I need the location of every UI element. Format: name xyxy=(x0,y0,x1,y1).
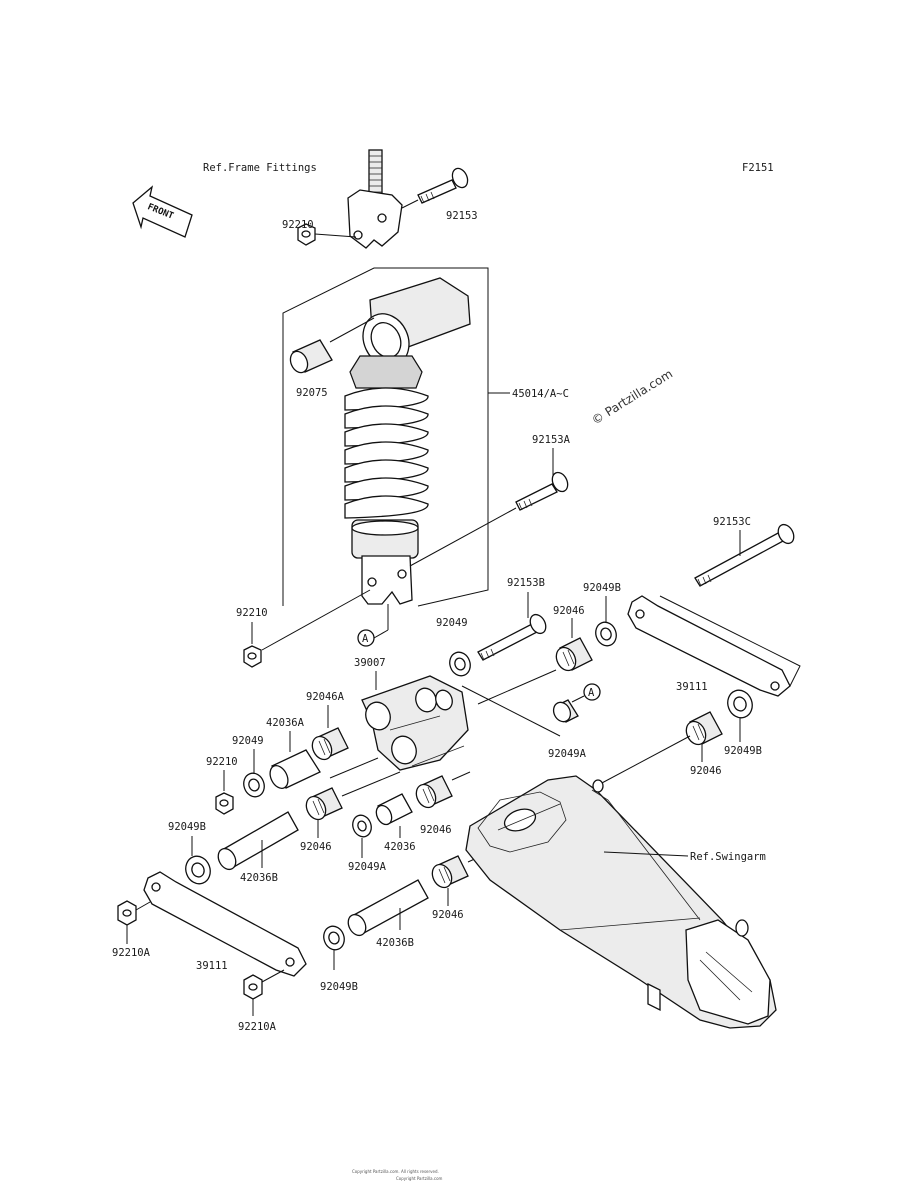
bearing-92046-low-icon xyxy=(431,855,469,889)
collar-42036B-low-icon xyxy=(347,879,429,937)
part-label-92153C: 92153C xyxy=(713,516,751,528)
footer-line-2: Copyright Partzilla.com xyxy=(396,1176,443,1181)
washer-92049B-topright-icon xyxy=(595,621,617,647)
footer-line-1: Copyright Partzilla.com. All rights rese… xyxy=(352,1169,439,1174)
nut-92210-top-icon xyxy=(297,223,316,246)
upper-shock-mount-icon xyxy=(347,149,403,249)
ref-frame-fittings-label: Ref.Frame Fittings xyxy=(203,162,317,174)
collar-42036-center-icon xyxy=(375,793,413,826)
part-label-92046A: 92046A xyxy=(306,691,345,703)
bolt-92153-icon xyxy=(417,167,469,204)
washer-92049B-left-icon xyxy=(185,855,211,885)
svg-text:A: A xyxy=(588,687,595,699)
part-label-39111-right: 39111 xyxy=(676,681,708,693)
part-label-92049B-low: 92049B xyxy=(320,981,358,993)
swingarm-icon xyxy=(465,775,777,1029)
part-label-45014: 45014/A~C xyxy=(512,388,569,400)
part-label-92210-left: 92210 xyxy=(206,756,238,768)
bolt-92153A-icon xyxy=(515,471,569,511)
washer-92049A-low-icon xyxy=(352,814,372,838)
bolt-92153C-icon xyxy=(694,523,795,587)
part-label-39111-low: 39111 xyxy=(196,960,228,972)
ref-swingarm-label: Ref.Swingarm xyxy=(690,851,766,863)
rocker-arm-39007-icon xyxy=(361,675,469,771)
front-arrow-icon: FRONT xyxy=(132,185,193,238)
part-label-92049B-topright: 92049B xyxy=(583,582,621,594)
part-label-92075: 92075 xyxy=(296,387,328,399)
svg-text:A: A xyxy=(362,633,369,645)
part-label-92046-low: 92046 xyxy=(432,909,464,921)
part-label-92049A-low: 92049A xyxy=(348,861,387,873)
collar-92075-icon xyxy=(289,339,333,374)
part-label-92049A-mid: 92049A xyxy=(548,748,587,760)
bearing-92046-top-icon xyxy=(555,637,593,672)
nut-92210-mid-icon xyxy=(243,645,262,668)
watermark: © Partzilla.com xyxy=(589,367,675,428)
washer-92049-left-icon xyxy=(243,772,265,798)
part-label-92046-right: 92046 xyxy=(690,765,722,777)
washer-92049B-low-icon xyxy=(323,925,345,951)
part-label-92046-top: 92046 xyxy=(553,605,585,617)
part-label-92210A-left: 92210A xyxy=(112,947,151,959)
bolt-92153B-icon xyxy=(477,613,547,661)
bearing-92046A-icon xyxy=(311,727,349,761)
part-label-42036A: 42036A xyxy=(266,717,305,729)
part-label-92153B: 92153B xyxy=(507,577,545,589)
bearing-92046-center2-icon xyxy=(415,775,453,809)
nut-92210A-left-icon xyxy=(117,900,137,926)
part-label-92049-left: 92049 xyxy=(232,735,264,747)
washer-92049-top-icon xyxy=(449,651,471,677)
part-label-92210-mid: 92210 xyxy=(236,607,268,619)
shock-assembly-bracket-line xyxy=(282,267,489,607)
bearing-92049A-mid-icon xyxy=(552,699,579,723)
collar-42036A-icon xyxy=(269,749,321,789)
tie-rod-39111-right-icon xyxy=(627,595,791,697)
part-label-92210A-low: 92210A xyxy=(238,1021,277,1033)
marker-a-upper: A xyxy=(357,629,375,647)
collar-42036B-left-icon xyxy=(217,811,299,871)
washer-92049B-right-icon xyxy=(727,689,753,719)
part-label-92153A: 92153A xyxy=(532,434,571,446)
part-label-39007: 39007 xyxy=(354,657,386,669)
marker-a-lower: A xyxy=(583,683,601,701)
rear-shock-absorber-icon xyxy=(344,277,471,605)
part-label-92049B-left: 92049B xyxy=(168,821,206,833)
bearing-92046-right-icon xyxy=(685,711,723,746)
diagram-code: F2151 xyxy=(742,162,774,174)
nut-92210A-low-icon xyxy=(243,974,263,1000)
part-label-42036-center: 42036 xyxy=(384,841,416,853)
part-label-92210-top: 92210 xyxy=(282,219,314,231)
part-label-92153: 92153 xyxy=(446,210,478,222)
part-label-92049-top: 92049 xyxy=(436,617,468,629)
bearing-92046-center-icon xyxy=(305,787,343,821)
nut-92210-left-icon xyxy=(215,792,234,815)
tie-rod-39111-low-icon xyxy=(143,871,307,977)
part-label-42036B-left: 42036B xyxy=(240,872,278,884)
part-label-42036B-low: 42036B xyxy=(376,937,414,949)
part-label-92049B-right: 92049B xyxy=(724,745,762,757)
part-label-92046-center: 92046 xyxy=(300,841,332,853)
part-label-92046-center2: 92046 xyxy=(420,824,452,836)
